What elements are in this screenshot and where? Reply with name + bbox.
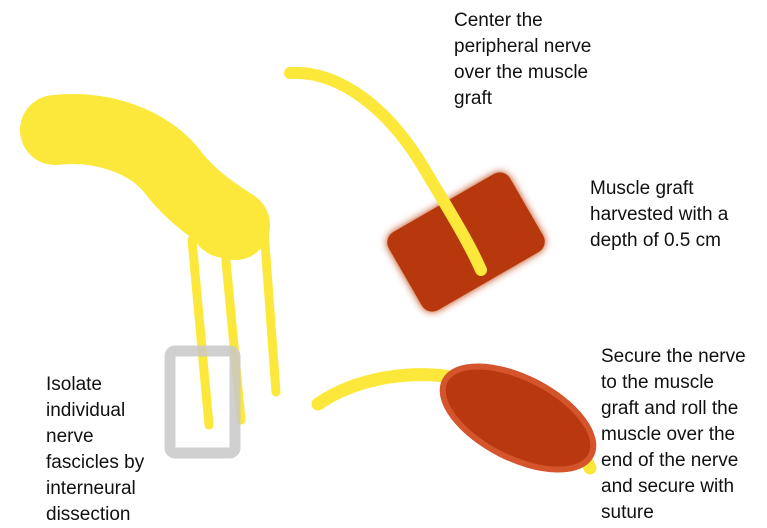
caption-muscle-graft: Muscle graft harvested with a depth of 0… bbox=[590, 176, 760, 254]
nerve-fascicle bbox=[264, 230, 276, 392]
rolled-muscle-wrap bbox=[427, 345, 609, 491]
caption-center-nerve: Center the peripheral nerve over the mus… bbox=[454, 8, 654, 112]
caption-isolate-fascicles: Isolate individual nerve fascicles by in… bbox=[46, 372, 196, 528]
caption-secure-nerve: Secure the nerve to the muscle graft and… bbox=[601, 344, 767, 526]
nerve-trunk bbox=[55, 129, 262, 258]
